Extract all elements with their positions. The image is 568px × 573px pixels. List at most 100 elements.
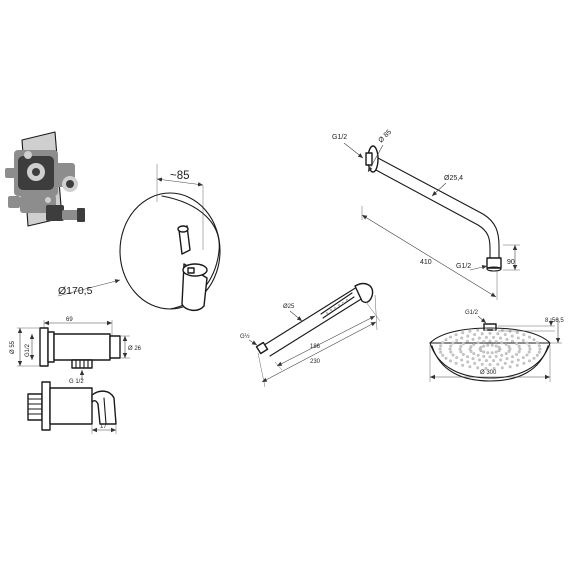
nozzle-hole — [441, 341, 445, 345]
nozzle-hole — [468, 365, 472, 369]
nozzle-hole — [441, 353, 445, 357]
rainshower-diameter-label: Ø 300 — [480, 370, 497, 376]
arm-inlet-thread-label: G1/2 — [332, 134, 347, 141]
nozzle-hole — [438, 347, 442, 351]
nozzle-hole — [492, 359, 496, 363]
nozzle-hole — [468, 347, 472, 351]
nozzle-hole — [480, 362, 484, 366]
handshower-grip-length-label: 186 — [310, 344, 321, 350]
nozzle-hole — [488, 363, 492, 367]
nozzle-hole — [439, 344, 443, 348]
nozzle-hole — [517, 350, 521, 354]
rainshower-thread-label: G1/2 — [465, 310, 479, 316]
nozzle-hole — [488, 331, 492, 335]
nozzle-hole — [439, 350, 443, 354]
nozzle-hole — [471, 357, 475, 361]
nozzle-hole — [516, 358, 520, 362]
nozzle-hole — [537, 350, 541, 354]
nozzle-hole — [499, 336, 503, 340]
nozzle-hole — [472, 352, 476, 356]
nozzle-hole — [508, 347, 512, 351]
nozzle-hole — [525, 353, 529, 357]
nozzle-hole — [449, 344, 453, 348]
nozzle-hole — [511, 339, 514, 343]
nozzle-hole — [473, 361, 477, 365]
nozzle-hole — [525, 341, 529, 345]
nozzle-hole — [461, 352, 465, 356]
nozzle-hole — [507, 349, 511, 353]
handshower-thread-label: G½ — [240, 333, 250, 340]
mixer-diameter-label: Ø170,5 — [58, 285, 93, 297]
nozzle-hole — [476, 328, 480, 332]
nozzle-hole — [461, 342, 465, 346]
rainshower-thickness-small-label: 8 — [545, 318, 549, 324]
nozzle-hole — [527, 344, 531, 348]
nozzle-hole — [538, 347, 542, 351]
nozzle-hole — [500, 341, 504, 345]
nozzle-hole — [504, 352, 508, 356]
nozzle-hole — [521, 338, 525, 342]
concealed-valve-body-illustration — [5, 131, 85, 227]
nozzle-hole — [455, 356, 459, 360]
nozzle-hole — [510, 360, 514, 364]
nozzle-hole — [486, 343, 490, 347]
nozzle-hole — [515, 342, 519, 346]
nozzle-hole — [454, 361, 458, 365]
arm-length-label: 410 — [420, 259, 432, 266]
nozzle-hole — [482, 344, 486, 348]
nozzle-hole — [477, 358, 481, 362]
nozzle-hole — [532, 356, 536, 360]
mixer-depth-label: ~85 — [170, 170, 190, 182]
nozzle-hole — [479, 345, 483, 349]
nozzle-hole — [510, 334, 514, 338]
nozzle-hole — [511, 355, 514, 359]
nozzle-hole — [471, 337, 475, 341]
elbow-flange-diameter-label: Ø 55 — [10, 340, 16, 354]
rain-shower-drawing: G1/2 8 56,5 Ø 300 — [429, 310, 564, 382]
nozzle-hole — [459, 350, 463, 354]
nozzle-hole — [500, 353, 504, 357]
nozzle-hole — [528, 335, 531, 339]
nozzle-hole — [504, 342, 508, 346]
nozzle-hole — [494, 354, 498, 358]
nozzle-hole — [476, 353, 480, 357]
nozzle-hole — [499, 358, 503, 362]
holder-drawing: 17 — [27, 381, 117, 434]
nozzle-hole — [461, 331, 465, 335]
elbow-body-diameter-label: Ø 26 — [128, 346, 142, 352]
nozzle-hole — [468, 329, 472, 333]
arm-drop-height-label: 90 — [507, 259, 515, 266]
rain-shower-nozzle-pattern — [438, 328, 542, 370]
nozzle-hole — [482, 354, 486, 358]
nozzle-hole — [466, 360, 470, 364]
nozzle-hole — [496, 362, 500, 366]
arm-flange-diameter-label: Ø 85 — [377, 129, 393, 145]
elbow-outlet-thread-label: G 1/2 — [69, 379, 84, 385]
nozzle-hole — [444, 356, 448, 360]
mixer-drawing: ~85 Ø170,5 — [57, 164, 221, 311]
arm-pipe-diameter-label: Ø25,4 — [444, 175, 463, 182]
nozzle-hole — [460, 336, 464, 340]
nozzle-hole — [516, 336, 520, 340]
handshower-nozzle-row — [325, 298, 349, 315]
nozzle-hole — [517, 344, 521, 348]
nozzle-hole — [449, 350, 453, 354]
nozzle-hole — [522, 361, 526, 365]
nozzle-hole — [476, 366, 480, 370]
nozzle-hole — [507, 345, 511, 349]
nozzle-hole — [469, 349, 473, 353]
nozzle-hole — [522, 333, 526, 337]
rainshower-thickness-label: 56,5 — [552, 318, 564, 324]
nozzle-hole — [492, 335, 496, 339]
nozzle-hole — [473, 333, 477, 337]
nozzle-hole — [527, 350, 531, 354]
nozzle-hole — [518, 347, 522, 351]
nozzle-hole — [482, 350, 486, 354]
nozzle-hole — [466, 339, 469, 343]
nozzle-hole — [492, 328, 496, 332]
nozzle-hole — [466, 334, 470, 338]
nozzle-hole — [515, 363, 519, 367]
nozzle-hole — [482, 340, 486, 344]
nozzle-hole — [448, 347, 452, 351]
nozzle-hole — [484, 328, 488, 332]
